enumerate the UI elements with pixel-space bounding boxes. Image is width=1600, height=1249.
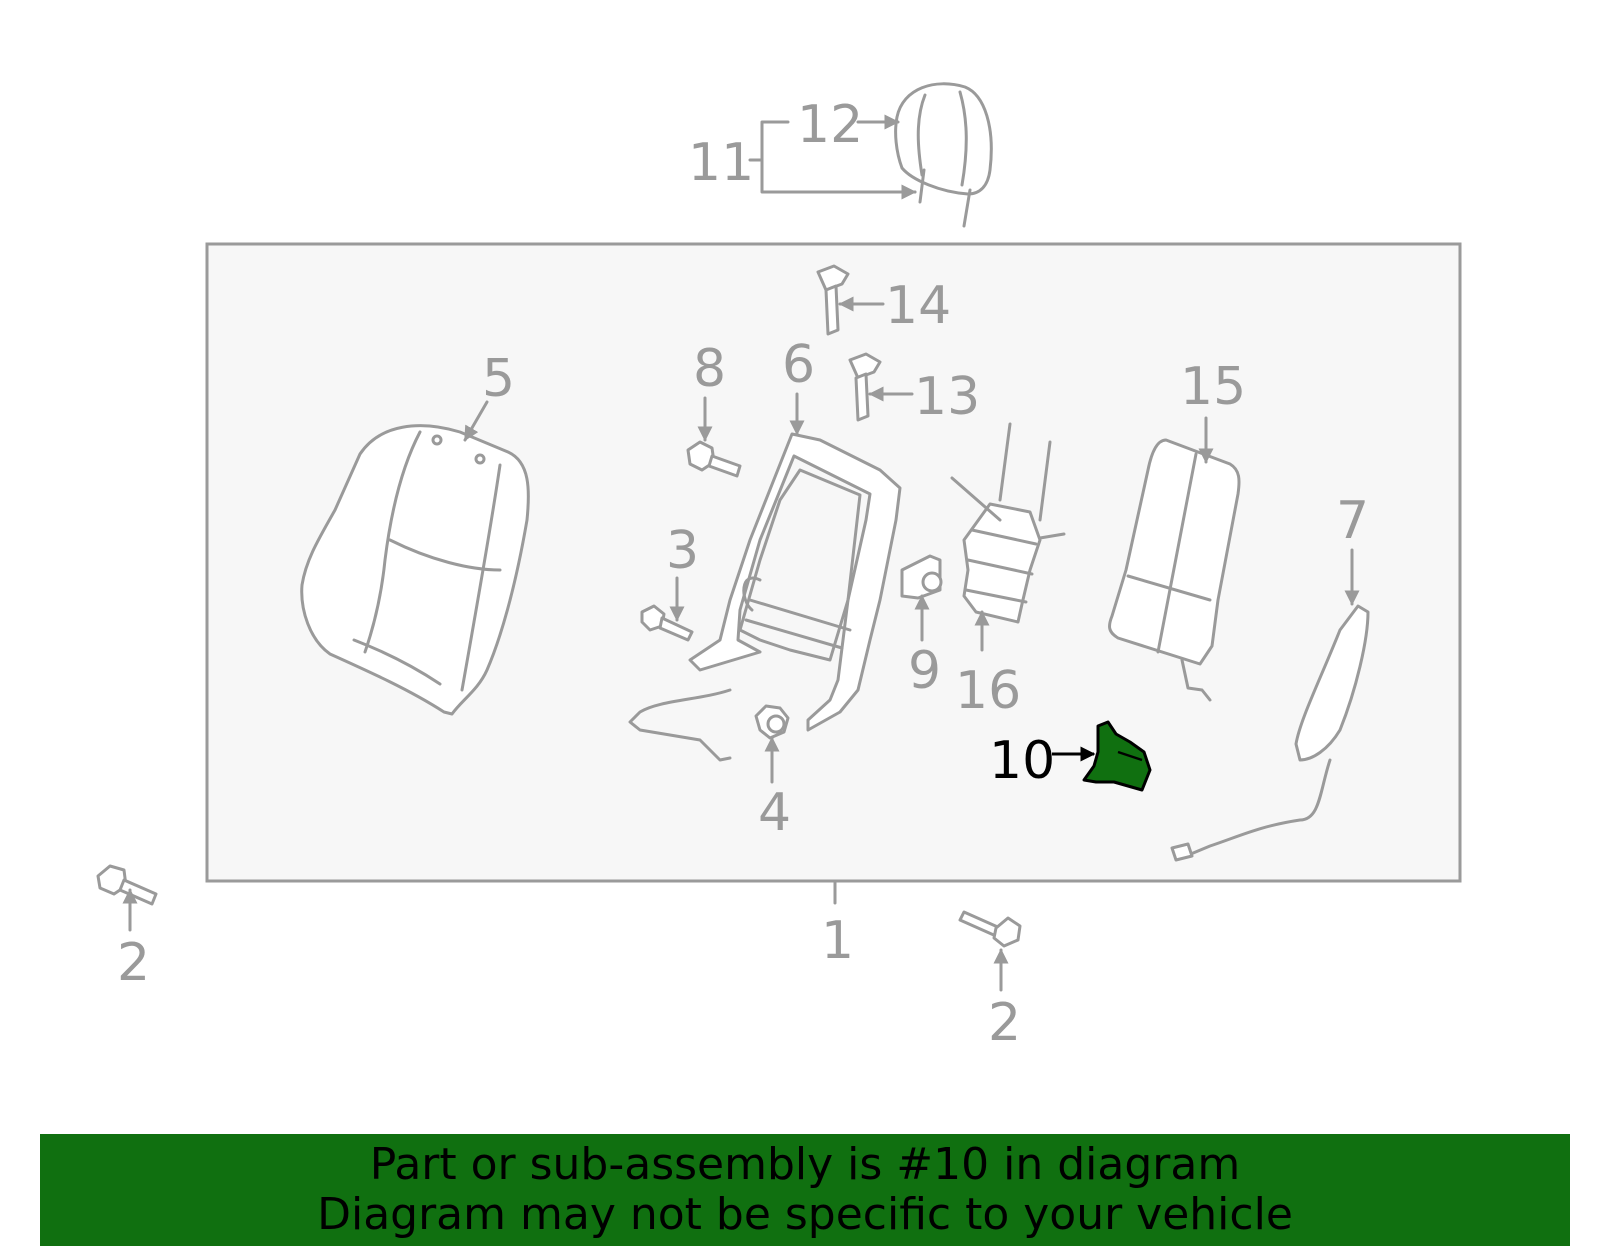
callout-12[interactable]: 12 <box>797 95 863 155</box>
part-6-seatback-frame[interactable] <box>628 432 902 762</box>
part-9-clip[interactable] <box>900 554 943 600</box>
callout-13[interactable]: 13 <box>914 367 980 427</box>
part-13-clip[interactable] <box>848 352 882 422</box>
callout-2-bottom[interactable]: 2 <box>988 993 1021 1053</box>
part-7-side-airbag[interactable] <box>1170 604 1370 862</box>
callout-15[interactable]: 15 <box>1180 357 1246 417</box>
callout-6[interactable]: 6 <box>782 335 815 395</box>
callout-7[interactable]: 7 <box>1336 491 1369 551</box>
callout-4[interactable]: 4 <box>758 783 791 843</box>
info-banner: Part or sub-assembly is #10 in diagram D… <box>40 1134 1570 1246</box>
part-10-highlighted[interactable] <box>1082 720 1152 792</box>
arrow-5 <box>463 400 489 442</box>
part-14-clip[interactable] <box>816 264 850 336</box>
part-2-bolt-bottom[interactable] <box>958 910 1022 948</box>
callout-16[interactable]: 16 <box>955 661 1021 721</box>
callout-14[interactable]: 14 <box>885 276 951 336</box>
callout-11[interactable]: 11 <box>688 133 754 193</box>
callout-9[interactable]: 9 <box>908 641 941 701</box>
callout-10[interactable]: 10 <box>989 731 1055 791</box>
callout-2-left[interactable]: 2 <box>117 933 150 993</box>
callout-3[interactable]: 3 <box>666 521 699 581</box>
part-8-bolt[interactable] <box>686 440 742 478</box>
part-15-back-panel[interactable] <box>1108 438 1241 702</box>
part-12-headrest[interactable] <box>894 82 993 228</box>
callout-8[interactable]: 8 <box>693 339 726 399</box>
banner-line-1: Part or sub-assembly is #10 in diagram <box>369 1139 1241 1190</box>
part-3-bolt[interactable] <box>640 604 694 642</box>
bracket-11 <box>760 120 917 194</box>
part-5-seatback-pad[interactable] <box>300 424 530 716</box>
part-2-bolt-left[interactable] <box>96 864 158 906</box>
part-16-lumbar[interactable] <box>950 422 1066 624</box>
banner-line-2: Diagram may not be specific to your vehi… <box>317 1189 1293 1240</box>
callout-1[interactable]: 1 <box>821 911 854 971</box>
part-4-nut[interactable] <box>754 704 790 740</box>
callout-5[interactable]: 5 <box>482 349 515 409</box>
